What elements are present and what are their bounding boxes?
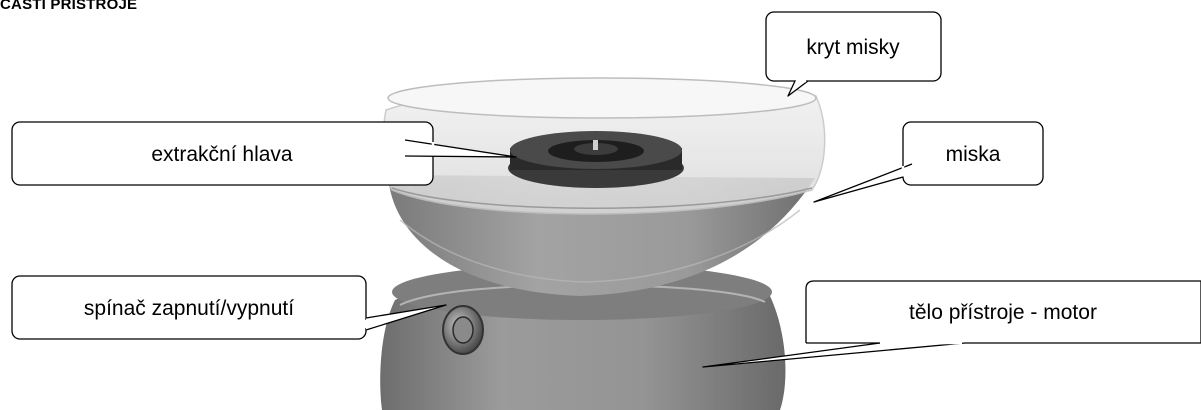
callout-extraction-head-label: extrakční hlava (151, 143, 293, 166)
callout-lid: kryt misky (766, 12, 941, 96)
power-switch (443, 306, 483, 354)
callout-lid-label: kryt misky (806, 36, 900, 59)
callout-motor-body-label: tělo přístroje - motor (909, 301, 1097, 324)
callout-switch-label: spínač zapnutí/vypnutí (84, 297, 294, 320)
callout-switch: spínač zapnutí/vypnutí (12, 276, 446, 339)
callout-bowl-label: miska (946, 143, 1001, 166)
extraction-head (508, 131, 684, 188)
callout-bowl: miska (814, 122, 1043, 202)
